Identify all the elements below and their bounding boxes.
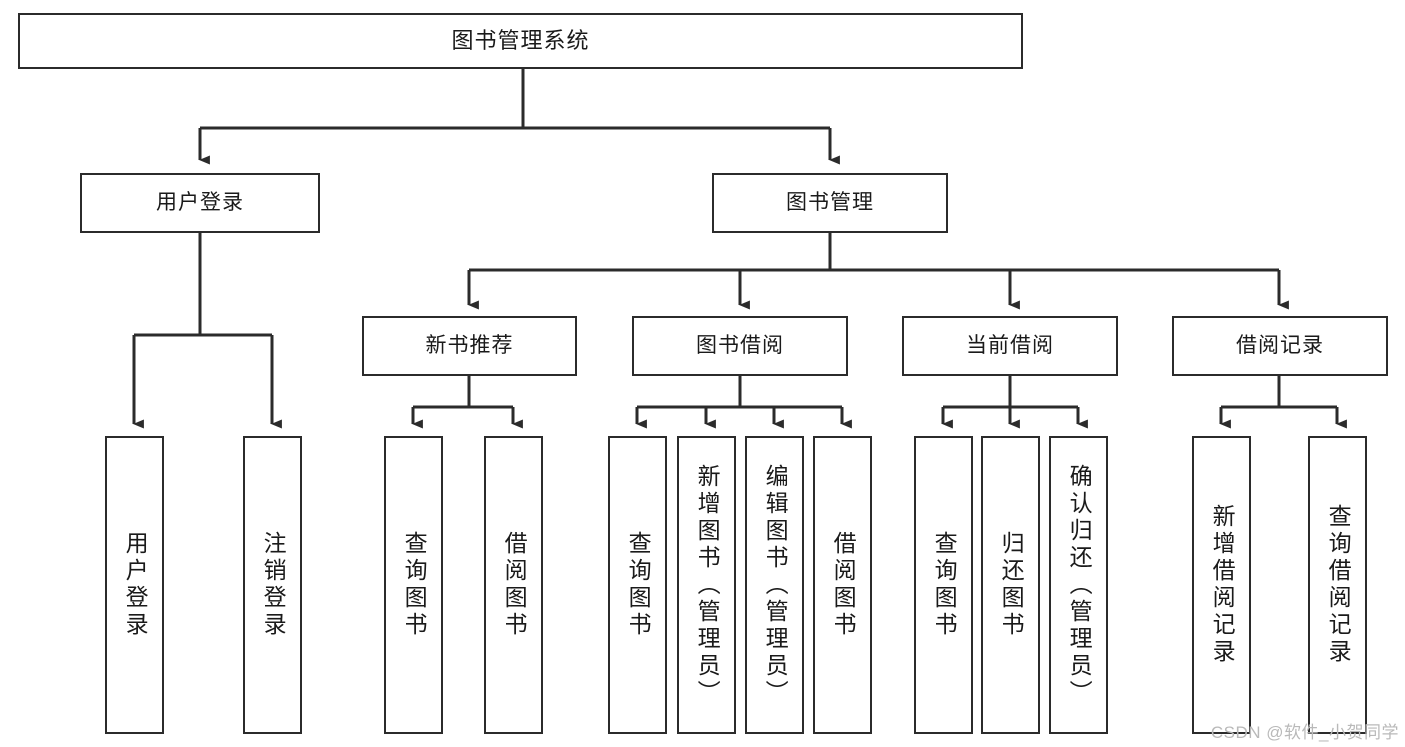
node-borrow-record-label: 借阅记录 bbox=[1236, 334, 1324, 358]
node-leaf-confirm-return[interactable]: 确认归还（管理员） bbox=[1049, 436, 1108, 734]
node-book-manage[interactable]: 图书管理 bbox=[712, 173, 948, 233]
node-leaf-return-book-label: 归还图书 bbox=[998, 531, 1025, 639]
node-leaf-borrow-book-1-label: 借阅图书 bbox=[501, 531, 528, 639]
node-leaf-query-book-3-label: 查询图书 bbox=[931, 531, 958, 639]
node-current-borrow-label: 当前借阅 bbox=[966, 334, 1054, 358]
node-book-borrow[interactable]: 图书借阅 bbox=[632, 316, 848, 376]
node-leaf-query-book-1[interactable]: 查询图书 bbox=[384, 436, 443, 734]
node-root[interactable]: 图书管理系统 bbox=[18, 13, 1023, 69]
node-new-book-recommend[interactable]: 新书推荐 bbox=[362, 316, 577, 376]
node-current-borrow[interactable]: 当前借阅 bbox=[902, 316, 1118, 376]
node-leaf-query-book-2-label: 查询图书 bbox=[625, 531, 652, 639]
node-leaf-edit-book-label: 编辑图书（管理员） bbox=[762, 463, 789, 707]
node-leaf-query-book-2[interactable]: 查询图书 bbox=[608, 436, 667, 734]
node-user-login-label: 用户登录 bbox=[156, 191, 244, 215]
node-leaf-edit-book[interactable]: 编辑图书（管理员） bbox=[745, 436, 804, 734]
node-leaf-add-record-label: 新增借阅记录 bbox=[1209, 504, 1236, 666]
node-leaf-return-book[interactable]: 归还图书 bbox=[981, 436, 1040, 734]
node-leaf-query-book-1-label: 查询图书 bbox=[401, 531, 428, 639]
node-leaf-logout-login[interactable]: 注销登录 bbox=[243, 436, 302, 734]
node-leaf-borrow-book-1[interactable]: 借阅图书 bbox=[484, 436, 543, 734]
node-leaf-logout-login-label: 注销登录 bbox=[260, 531, 287, 639]
node-leaf-query-record[interactable]: 查询借阅记录 bbox=[1308, 436, 1367, 734]
node-leaf-add-record[interactable]: 新增借阅记录 bbox=[1192, 436, 1251, 734]
node-book-borrow-label: 图书借阅 bbox=[696, 334, 784, 358]
node-book-manage-label: 图书管理 bbox=[786, 191, 874, 215]
node-leaf-user-login[interactable]: 用户登录 bbox=[105, 436, 164, 734]
node-leaf-query-book-3[interactable]: 查询图书 bbox=[914, 436, 973, 734]
node-leaf-borrow-book-2[interactable]: 借阅图书 bbox=[813, 436, 872, 734]
node-leaf-user-login-label: 用户登录 bbox=[122, 531, 149, 639]
node-user-login[interactable]: 用户登录 bbox=[80, 173, 320, 233]
watermark: CSDN @软件_小贺同学 bbox=[1210, 723, 1399, 742]
node-leaf-confirm-return-label: 确认归还（管理员） bbox=[1066, 463, 1093, 707]
node-leaf-add-book[interactable]: 新增图书（管理员） bbox=[677, 436, 736, 734]
node-borrow-record[interactable]: 借阅记录 bbox=[1172, 316, 1388, 376]
node-leaf-add-book-label: 新增图书（管理员） bbox=[694, 463, 721, 707]
node-root-label: 图书管理系统 bbox=[451, 27, 590, 53]
node-new-book-recommend-label: 新书推荐 bbox=[425, 334, 514, 358]
node-leaf-query-record-label: 查询借阅记录 bbox=[1325, 504, 1352, 666]
node-leaf-borrow-book-2-label: 借阅图书 bbox=[830, 531, 857, 639]
